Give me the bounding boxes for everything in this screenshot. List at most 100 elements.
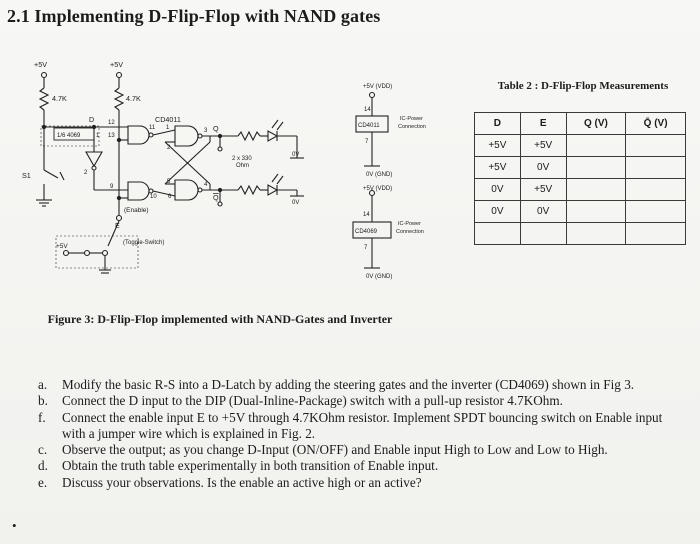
task-label: b. — [38, 393, 48, 409]
label-d: D — [89, 115, 94, 124]
label-pin3: 3 — [204, 128, 208, 134]
label-pin1-inverter: 1 — [96, 133, 100, 139]
label-q: Q — [213, 124, 219, 133]
vcc-terminal-mid — [115, 71, 123, 79]
label-cd4011: CD4011 — [155, 115, 181, 124]
table-cell — [565, 156, 627, 179]
label-pin4: 4 — [204, 182, 208, 188]
label-pin2-inverter: 2 — [84, 170, 88, 176]
label-pin11: 11 — [149, 125, 156, 131]
circuit-diagram: +5V +5V 4.7K 4.7K D CD4011 1/6 4069 12 1… — [22, 60, 426, 280]
list-item: d. Obtain the truth table experimentally… — [34, 458, 686, 474]
label-r2: 4.7K — [126, 94, 141, 103]
label-pin7-2: 7 — [364, 245, 368, 251]
vcc-terminal-left — [40, 71, 48, 79]
section-heading: 2.1 Implementing D-Flip-Flop with NAND g… — [7, 6, 381, 26]
table-row: 0V 0V — [474, 200, 686, 223]
table-cell: 0V — [474, 200, 521, 223]
col-header-e: E — [519, 112, 567, 135]
table-cell — [625, 222, 686, 245]
task-list: a. Modify the basic R-S into a D-Latch b… — [34, 377, 686, 491]
table-cell — [519, 222, 567, 245]
table-cell: +5V — [474, 156, 521, 179]
col-header-q: Q (V) — [565, 112, 627, 135]
label-pin13: 13 — [108, 133, 115, 139]
label-s1: S1 — [22, 171, 31, 180]
label-ohm: Ohm — [236, 163, 249, 169]
table-cell — [474, 222, 521, 245]
label-plus5v-switch: +5V — [56, 243, 68, 250]
table-cell — [625, 156, 686, 179]
label-r1: 4.7K — [52, 94, 67, 103]
label-pin7-1: 7 — [365, 139, 369, 145]
label-power1-gnd: 0V (GND) — [366, 172, 392, 178]
table-row: +5V 0V — [474, 156, 686, 179]
label-toggle-switch: (Toggle-Switch) — [123, 240, 164, 246]
label-pin12: 12 — [108, 120, 115, 126]
label-pin14-2: 14 — [363, 212, 370, 218]
table-row — [474, 222, 686, 245]
task-label: c. — [38, 442, 48, 458]
label-resistor-note: 2 x 330 — [232, 156, 252, 162]
label-e: E — [115, 221, 120, 230]
label-enable: (Enable) — [124, 207, 149, 214]
col-header-d: D — [474, 112, 521, 135]
label-pin2: 2 — [167, 145, 171, 151]
task-label: a. — [38, 377, 48, 392]
label-pin5: 5 — [167, 179, 171, 185]
label-power1-vdd: +5V (VDD) — [363, 84, 392, 90]
figure-caption: Figure 3: D-Flip-Flop implemented with N… — [47, 312, 393, 326]
table-cell — [625, 134, 686, 157]
table-cell: +5V — [519, 134, 567, 157]
table-cell: +5V — [519, 178, 567, 201]
label-pin9: 9 — [110, 184, 114, 190]
label-power2-vdd: +5V (VDD) — [363, 186, 392, 192]
label-plus5v-mid: +5V — [110, 60, 123, 69]
table-caption: Table 2 : D-Flip-Flop Measurements — [497, 80, 669, 92]
label-qbar: Q — [213, 193, 219, 202]
table-cell: 0V — [519, 200, 567, 223]
task-label: d. — [38, 458, 48, 474]
table-cell — [625, 178, 686, 201]
list-item: a. Modify the basic R-S into a D-Latch b… — [34, 377, 686, 393]
table-cell — [565, 178, 627, 201]
label-pin10: 10 — [150, 194, 157, 200]
table-cell — [565, 200, 627, 223]
table-header-row: D E Q (V) Q̄ (V) — [474, 112, 686, 135]
list-item: c. Observe the output; as you change D-I… — [34, 442, 686, 458]
table-row: +5V +5V — [474, 134, 686, 157]
label-power1-note1: IC-Power — [400, 116, 423, 122]
task-text: Obtain the truth table experimentally in… — [62, 458, 439, 474]
task-text: Connect the D input to the DIP (Dual-Inl… — [62, 393, 563, 409]
label-plus5v-left: +5V — [34, 60, 47, 69]
measurement-table: D E Q (V) Q̄ (V) +5V +5V +5V 0V 0V +5V 0… — [474, 112, 686, 245]
table-cell — [625, 200, 686, 223]
label-pin6: 6 — [168, 194, 172, 200]
label-power2-note2: Connection — [396, 229, 424, 235]
table-cell: +5V — [474, 134, 521, 157]
label-0v-1: 0V — [292, 152, 299, 158]
label-power2-chip: CD4069 — [355, 229, 378, 235]
table-cell — [565, 222, 627, 245]
list-item: b. Connect the D input to the DIP (Dual-… — [34, 393, 686, 409]
task-text: Observe the output; as you change D-Inpu… — [62, 442, 608, 458]
task-label: f. — [38, 409, 46, 425]
task-text: Modify the basic R-S into a D-Latch by a… — [62, 377, 635, 392]
list-item: f. Connect the enable input E to +5V thr… — [34, 410, 686, 443]
label-pin14-1: 14 — [364, 107, 371, 113]
table-cell: 0V — [474, 178, 521, 201]
label-power2-gnd: 0V (GND) — [366, 274, 392, 280]
label-power1-chip: CD4011 — [358, 123, 380, 129]
label-power2-note1: IC-Power — [398, 221, 421, 227]
table-row: 0V +5V — [474, 178, 686, 201]
task-text: Connect the enable input E to +5V throug… — [62, 409, 663, 441]
label-0v-2: 0V — [292, 200, 299, 206]
list-item: e. Discuss your observations. Is the ena… — [34, 475, 686, 491]
table-cell — [565, 134, 627, 157]
task-label: e. — [38, 474, 48, 490]
label-power1-note2: Connection — [398, 124, 426, 130]
bullet-mark: • — [12, 518, 17, 533]
col-header-qbar: Q̄ (V) — [625, 112, 686, 135]
label-inverter-chip: 1/6 4069 — [57, 133, 81, 139]
